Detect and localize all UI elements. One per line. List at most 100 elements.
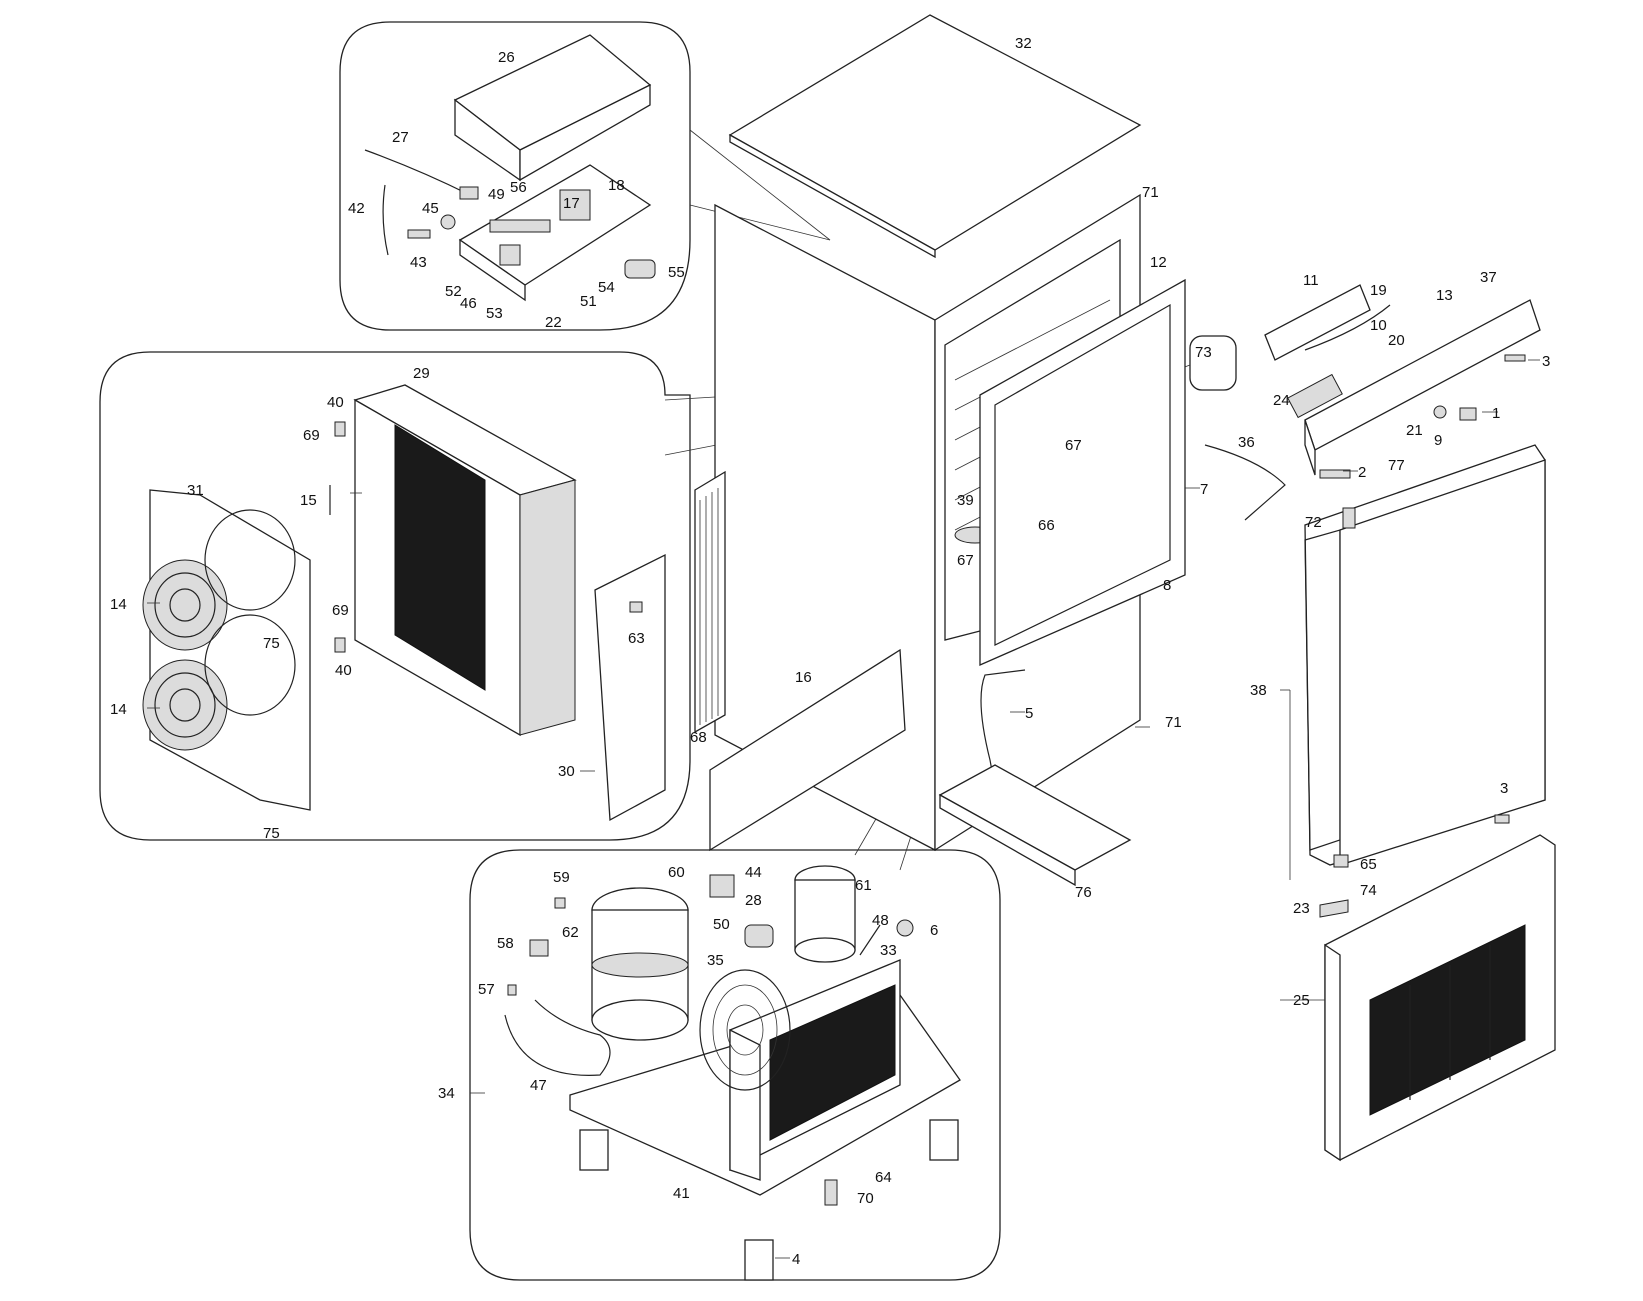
callout-16: 16 — [795, 669, 812, 686]
callout-49: 49 — [488, 186, 505, 203]
callout-8: 8 — [1163, 577, 1171, 594]
callout-20: 20 — [1388, 332, 1405, 349]
callout-42: 42 — [348, 200, 365, 217]
valve-58 — [529, 939, 549, 957]
callout-72: 72 — [1305, 514, 1322, 531]
callout-3: 3 — [1542, 353, 1550, 370]
knob-1 — [1459, 407, 1477, 421]
callout-59: 59 — [553, 869, 570, 886]
callout-4: 4 — [792, 1251, 800, 1268]
compressor-62 — [591, 887, 689, 1041]
bubble-leader — [689, 204, 831, 241]
callout-61: 61 — [855, 877, 872, 894]
callout-14: 14 — [110, 596, 127, 613]
door-gasket-frame-7 — [979, 278, 1186, 666]
callout-27: 27 — [392, 129, 409, 146]
callout-56: 56 — [510, 179, 527, 196]
callout-54: 54 — [598, 279, 615, 296]
door-gasket-inner-8 — [994, 303, 1171, 646]
callout-40: 40 — [335, 662, 352, 679]
callout-13: 13 — [1436, 287, 1453, 304]
part-57 — [507, 984, 517, 996]
top-cover-32 — [728, 14, 1142, 259]
callout-17: 17 — [563, 195, 580, 212]
control-board-18 — [458, 164, 652, 302]
display-24 — [1287, 373, 1343, 419]
callout-40: 40 — [327, 394, 344, 411]
callout-67: 67 — [1065, 437, 1082, 454]
callout-76: 76 — [1075, 884, 1092, 901]
callout-71: 71 — [1165, 714, 1182, 731]
callout-30: 30 — [558, 763, 575, 780]
callout-7: 7 — [1200, 481, 1208, 498]
drip-tray-76 — [938, 764, 1132, 887]
callout-10: 10 — [1370, 317, 1387, 334]
bubble-leader — [689, 129, 831, 241]
callout-36: 36 — [1238, 434, 1255, 451]
callout-24: 24 — [1273, 392, 1290, 409]
callout-6: 6 — [930, 922, 938, 939]
feet-4 — [579, 1119, 959, 1281]
drain-pipe-5 — [980, 669, 1026, 816]
bracket-65 — [1333, 854, 1349, 868]
callout-39: 39 — [957, 492, 974, 509]
electronics-detail-bubble — [339, 21, 691, 331]
bracket-63 — [629, 601, 643, 613]
callout-64: 64 — [875, 1169, 892, 1186]
part-48 — [859, 924, 881, 956]
callout-50: 50 — [713, 916, 730, 933]
callout-75: 75 — [263, 635, 280, 652]
callout-26: 26 — [498, 49, 515, 66]
callout-70: 70 — [857, 1190, 874, 1207]
callout-9: 9 — [1434, 432, 1442, 449]
callout-28: 28 — [745, 892, 762, 909]
callout-53: 53 — [486, 305, 503, 322]
hinge-72 — [1342, 507, 1356, 529]
receiver-61 — [794, 865, 856, 963]
relay-45 — [440, 214, 456, 230]
callout-45: 45 — [422, 200, 439, 217]
callout-68: 68 — [690, 729, 707, 746]
fan-35 — [699, 969, 791, 1091]
sensor-probe-36 — [1204, 444, 1286, 521]
callout-60: 60 — [668, 864, 685, 881]
callout-69: 69 — [303, 427, 320, 444]
callout-62: 62 — [562, 924, 579, 941]
condenser-33 — [729, 959, 901, 1181]
callout-12: 12 — [1150, 254, 1167, 271]
callout-38: 38 — [1250, 682, 1267, 699]
part-59 — [554, 897, 566, 909]
bracket-2 — [1319, 469, 1351, 479]
pipe-47 — [504, 999, 611, 1076]
callout-21: 21 — [1406, 422, 1423, 439]
callout-47: 47 — [530, 1077, 547, 1094]
callout-57: 57 — [478, 981, 495, 998]
fan-panel-31 — [142, 489, 311, 811]
callouts: 1 2 3 3 4 5 6 7 8 9 10 11 12 13 14 14 15… — [110, 35, 1550, 1268]
callout-35: 35 — [707, 952, 724, 969]
callout-18: 18 — [608, 177, 625, 194]
callout-69: 69 — [332, 602, 349, 619]
callout-5: 5 — [1025, 705, 1033, 722]
panel-30 — [594, 553, 666, 822]
part-6 — [896, 919, 914, 937]
control-housing-front — [1304, 419, 1316, 476]
callout-71: 71 — [1142, 184, 1159, 201]
callout-52: 52 — [445, 283, 462, 300]
callout-41: 41 — [673, 1185, 690, 1202]
electronics-cover-26 — [453, 34, 652, 182]
callout-75: 75 — [263, 825, 280, 842]
refrigeration-unit-detail-bubble — [469, 849, 1001, 1281]
wire-harness-27 — [364, 149, 479, 200]
callout-22: 22 — [545, 314, 562, 331]
grille-68 — [694, 470, 726, 734]
callout-48: 48 — [872, 912, 889, 929]
callout-74: 74 — [1360, 882, 1377, 899]
bracket-43 — [407, 229, 431, 239]
callout-11: 11 — [1303, 272, 1319, 289]
condenser-coil-29 — [353, 384, 577, 737]
callout-46: 46 — [460, 295, 477, 312]
callout-65: 65 — [1360, 856, 1377, 873]
hinge-3-bottom — [1494, 814, 1510, 824]
